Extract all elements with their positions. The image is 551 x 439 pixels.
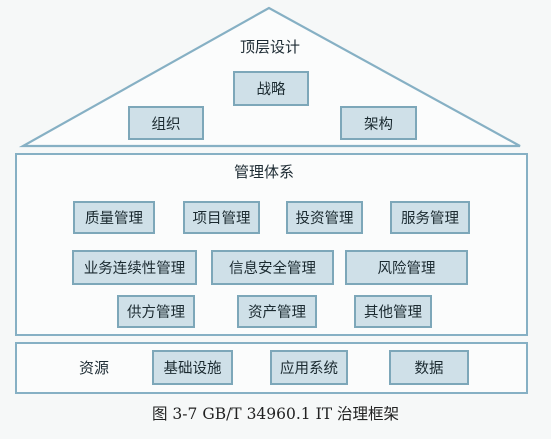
roof-item-organization: 组织 [128,106,204,140]
mgmt-asset: 资产管理 [237,295,317,328]
mgmt-other: 其他管理 [354,295,432,328]
resource-data: 数据 [389,350,469,385]
mgmt-service: 服务管理 [390,201,470,234]
resource-application-systems: 应用系统 [270,350,348,385]
figure-caption: 图 3-7 GB/T 34960.1 IT 治理框架 [152,405,399,423]
roof-title: 顶层设计 [240,38,301,56]
mgmt-business-continuity: 业务连续性管理 [72,250,197,285]
mgmt-information-security: 信息安全管理 [211,250,334,285]
mgmt-risk: 风险管理 [345,250,468,285]
mgmt-project: 项目管理 [183,201,260,234]
mgmt-investment: 投资管理 [286,201,363,234]
mgmt-quality: 质量管理 [73,201,155,234]
management-system-title: 管理体系 [234,163,295,181]
resource-infrastructure: 基础设施 [152,350,233,385]
resources-title: 资源 [79,359,110,377]
roof-item-strategy: 战略 [233,71,309,106]
mgmt-supplier: 供方管理 [117,295,195,328]
roof-item-architecture: 架构 [340,106,417,140]
